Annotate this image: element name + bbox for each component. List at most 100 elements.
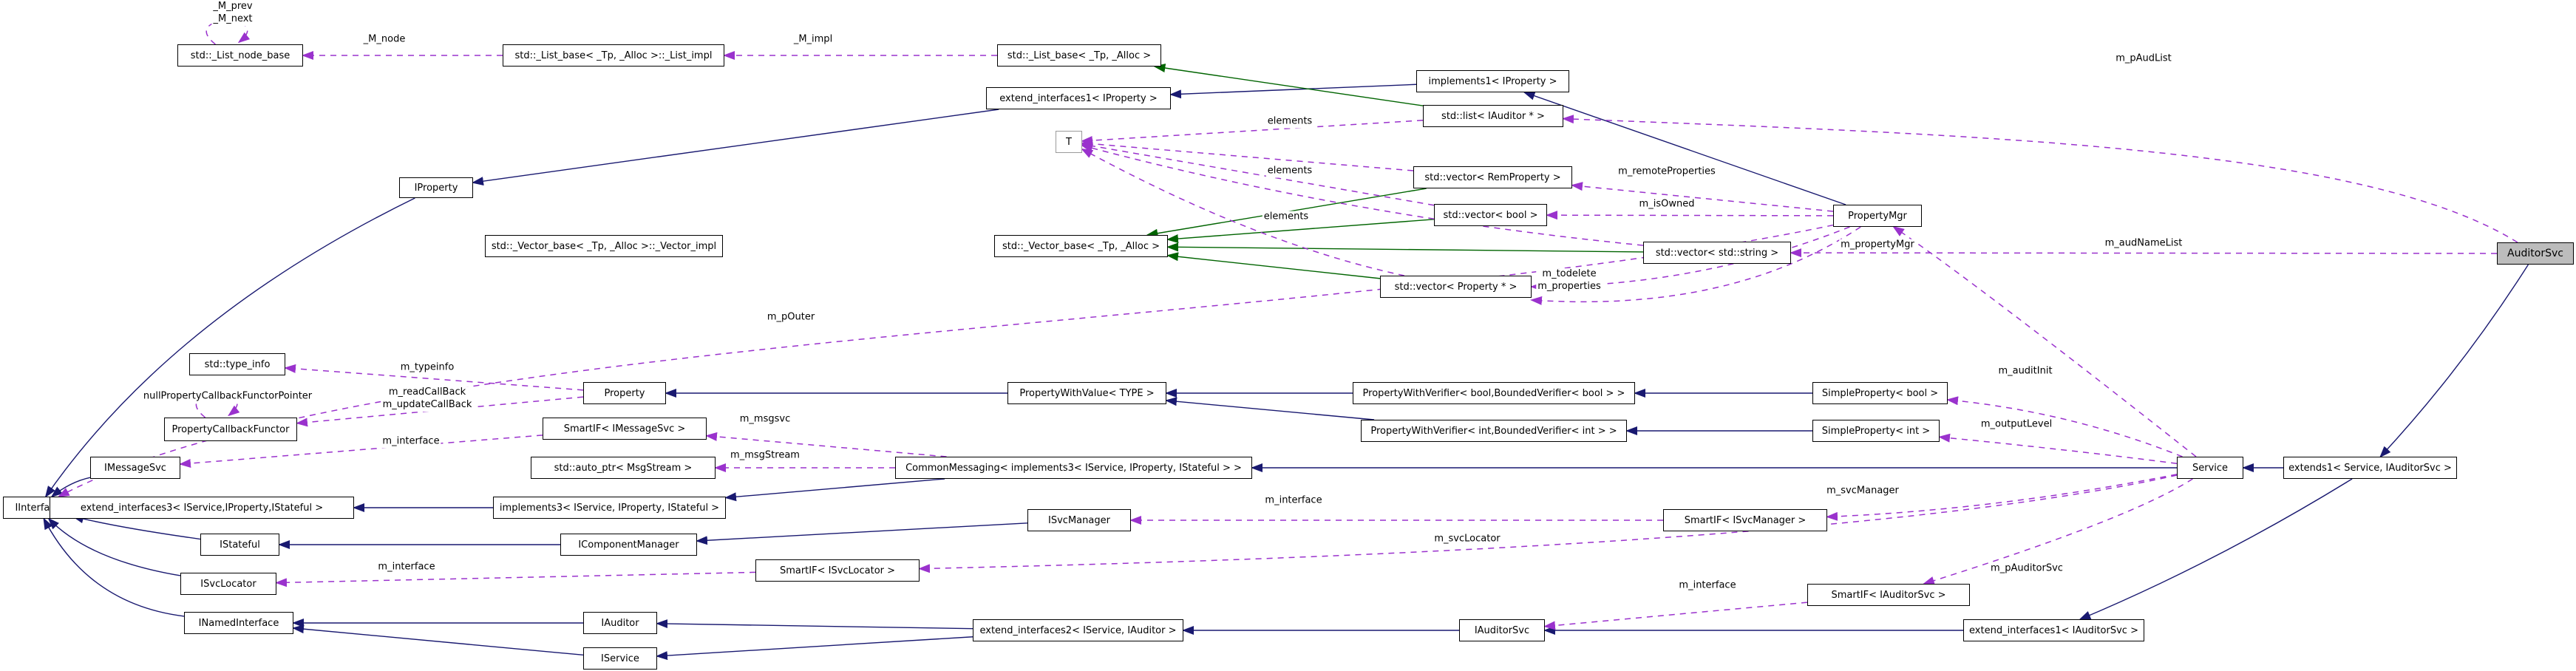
edge-vec_propptr-T bbox=[1081, 148, 1404, 276]
class-node-simple_int[interactable]: SimpleProperty< int > bbox=[1812, 420, 1940, 442]
edge-iproperty-iinterface bbox=[44, 197, 415, 498]
class-node-list_node_base[interactable]: std::_List_node_base bbox=[177, 44, 303, 67]
self-edge-list_node_base bbox=[205, 20, 251, 45]
class-node-vec_base[interactable]: std::_Vector_base< _Tp, _Alloc > bbox=[994, 235, 1168, 257]
edge-vec_string-T bbox=[1081, 143, 1644, 246]
class-node-property[interactable]: Property bbox=[583, 382, 666, 404]
class-node-list_impl[interactable]: std::_List_base< _Tp, _Alloc >::_List_im… bbox=[503, 44, 724, 67]
edge-auditorsvc-extends1 bbox=[2379, 264, 2529, 458]
edge-common_messaging-implements3 bbox=[724, 478, 945, 502]
class-node-isvcmanager[interactable]: ISvcManager bbox=[1027, 509, 1131, 531]
edge-vec_string-vec_base bbox=[1166, 242, 1644, 253]
edge-label-smartif_imessagesvc-imessagesvc: m_interface bbox=[381, 435, 441, 449]
self-edge-callback_functor bbox=[195, 393, 240, 418]
class-node-implements1[interactable]: implements1< IProperty > bbox=[1416, 70, 1569, 92]
edge-label-propertymgr-vec_remprop: m_remoteProperties bbox=[1617, 166, 1717, 179]
class-node-iproperty[interactable]: IProperty bbox=[399, 177, 473, 198]
edge-smartif_iauditorsvc-iauditorsvc bbox=[1543, 602, 1808, 630]
class-node-icomponentmanager[interactable]: IComponentManager bbox=[560, 534, 697, 556]
edge-propertymgr-implements1 bbox=[1523, 91, 1846, 205]
class-node-common_messaging[interactable]: CommonMessaging< implements3< IService, … bbox=[895, 457, 1252, 479]
edge-label-common_messaging-autoptr_msgstream: m_msgStream bbox=[729, 449, 801, 463]
edge-inamedinterface-iinterface bbox=[43, 517, 185, 617]
class-node-inamedinterface[interactable]: INamedInterface bbox=[184, 612, 293, 634]
edge-vec_remprop-T bbox=[1081, 139, 1414, 171]
class-node-pwv_bool[interactable]: PropertyWithVerifier< bool,BoundedVerifi… bbox=[1353, 382, 1635, 404]
class-node-extend_interfaces2[interactable]: extend_interfaces2< IService, IAuditor > bbox=[973, 619, 1183, 641]
class-node-prop_with_value[interactable]: PropertyWithValue< TYPE > bbox=[1007, 382, 1166, 404]
class-node-smartif_isvclocator[interactable]: SmartIF< ISvcLocator > bbox=[755, 559, 920, 582]
edge-vec_bool-vec_base bbox=[1166, 219, 1435, 244]
class-node-vec_remprop[interactable]: std::vector< RemProperty > bbox=[1413, 166, 1572, 188]
self-edge-label-callback_functor: nullPropertyCallbackFunctorPointer bbox=[141, 390, 314, 403]
edge-auditorsvc-list_iauditor bbox=[1562, 115, 2518, 243]
edge-property-type_info bbox=[284, 364, 584, 391]
class-node-service[interactable]: Service bbox=[2177, 457, 2243, 479]
class-node-autoptr_msgstream[interactable]: std::auto_ptr< MsgStream > bbox=[531, 457, 716, 479]
edge-label-common_messaging-smartif_imessagesvc: m_msgsvc bbox=[738, 413, 792, 426]
class-node-smartif_isvcmanager[interactable]: SmartIF< ISvcManager > bbox=[1663, 509, 1827, 531]
class-node-simple_bool[interactable]: SimpleProperty< bool > bbox=[1812, 382, 1948, 404]
class-node-vec_bool[interactable]: std::vector< bool > bbox=[1434, 204, 1547, 226]
class-node-T[interactable]: T bbox=[1056, 131, 1082, 153]
class-node-vec_propptr[interactable]: std::vector< Property * > bbox=[1380, 276, 1532, 298]
edge-propertymgr-iinterface bbox=[57, 224, 1834, 497]
edge-extend_interfaces2-iauditor bbox=[656, 619, 973, 630]
edge-label-service-simple_int: m_outputLevel bbox=[1979, 418, 2054, 432]
edge-label-propertymgr-iinterface: m_pOuter bbox=[765, 311, 817, 324]
class-node-iauditorsvc[interactable]: IAuditorSvc bbox=[1459, 619, 1545, 641]
edge-label-propertymgr-vec_bool: m_isOwned bbox=[1637, 198, 1696, 211]
class-node-extend_interfaces3[interactable]: extend_interfaces3< IService,IProperty,I… bbox=[50, 497, 354, 519]
class-node-propertymgr[interactable]: PropertyMgr bbox=[1833, 205, 1922, 227]
self-edge-label-list_node_base: _M_prev _M_next bbox=[211, 1, 254, 26]
edge-implements1-extend_interfaces1_iproperty bbox=[1169, 84, 1417, 99]
edge-label-service-simple_bool: m_auditInit bbox=[1996, 365, 2054, 378]
edge-imessagesvc-iinterface bbox=[50, 477, 91, 498]
edge-common_messaging-smartif_imessagesvc bbox=[705, 432, 947, 457]
edge-isvcmanager-icomponentmanager bbox=[696, 522, 1028, 545]
class-node-isvclocator[interactable]: ISvcLocator bbox=[180, 573, 276, 595]
class-node-smartif_imessagesvc[interactable]: SmartIF< IMessageSvc > bbox=[543, 418, 707, 440]
edge-isvclocator-iinterface bbox=[47, 517, 181, 576]
edge-propertymgr-vec_propptr bbox=[1530, 226, 1861, 305]
edge-label-smartif_iauditorsvc-iauditorsvc: m_interface bbox=[1677, 579, 1738, 593]
edge-label-vec_bool-T: elements bbox=[1262, 211, 1311, 224]
class-node-callback_functor[interactable]: PropertyCallbackFunctor bbox=[164, 418, 297, 441]
class-node-type_info[interactable]: std::type_info bbox=[189, 353, 285, 375]
class-node-vec_base_impl[interactable]: std::_Vector_base< _Tp, _Alloc >::_Vecto… bbox=[485, 235, 723, 257]
class-node-vec_string[interactable]: std::vector< std::string > bbox=[1643, 242, 1791, 264]
edge-label-propertymgr-vec_propptr: m_todelete m_properties bbox=[1536, 268, 1603, 293]
edge-service-smartif_isvcmanager bbox=[1826, 474, 2178, 521]
edge-iservice-inamedinterface bbox=[292, 624, 584, 656]
edge-propertymgr-vec_remprop bbox=[1571, 182, 1834, 212]
class-node-iservice[interactable]: IService bbox=[583, 647, 657, 670]
edge-service-smartif_iauditorsvc bbox=[1922, 478, 2193, 585]
class-node-iauditor[interactable]: IAuditor bbox=[583, 612, 657, 634]
class-node-extends1[interactable]: extends1< Service, IAuditorSvc > bbox=[2283, 457, 2457, 479]
class-node-list_base[interactable]: std::_List_base< _Tp, _Alloc > bbox=[997, 44, 1161, 67]
edge-label-service-smartif_isvcmanager: m_svcManager bbox=[1825, 485, 1900, 498]
class-node-extend_interfaces1_iauditorsvc[interactable]: extend_interfaces1< IAuditorSvc > bbox=[1963, 619, 2144, 641]
edge-istateful-iinterface bbox=[72, 514, 201, 540]
edge-label-property-callback_functor: m_readCallBack m_updateCallBack bbox=[381, 386, 474, 412]
class-node-istateful[interactable]: IStateful bbox=[200, 534, 279, 556]
class-node-list_iauditor[interactable]: std::list< IAuditor * > bbox=[1423, 105, 1563, 127]
class-node-smartif_iauditorsvc[interactable]: SmartIF< IAuditorSvc > bbox=[1807, 584, 1970, 606]
edge-smartif_imessagesvc-imessagesvc bbox=[179, 435, 543, 468]
edge-label-service-smartif_isvclocator: m_svcLocator bbox=[1433, 533, 1502, 546]
edge-extends1-extend_interfaces1_iauditorsvc bbox=[2079, 478, 2353, 620]
edge-label-property-type_info: m_typeinfo bbox=[398, 361, 456, 375]
edge-pwv_int-prop_with_value bbox=[1165, 397, 1375, 420]
class-node-imessagesvc[interactable]: IMessageSvc bbox=[90, 457, 180, 479]
class-node-auditorsvc[interactable]: AuditorSvc bbox=[2497, 242, 2574, 265]
edge-label-vec_remprop-T: elements bbox=[1265, 165, 1314, 178]
class-node-implements3[interactable]: implements3< IService, IProperty, IState… bbox=[493, 497, 726, 519]
edge-label-service-smartif_iauditorsvc: m_pAuditorSvc bbox=[1989, 562, 2064, 576]
edge-service-simple_int bbox=[1938, 433, 2178, 464]
edge-smartif_isvclocator-isvclocator bbox=[275, 571, 756, 587]
edge-label-auditorsvc-vec_string: m_audNameList bbox=[2103, 237, 2184, 251]
edge-label-list_impl-list_node_base: _M_node bbox=[361, 33, 407, 47]
class-node-pwv_int[interactable]: PropertyWithVerifier< int,BoundedVerifie… bbox=[1361, 420, 1627, 442]
class-node-extend_interfaces1_iproperty[interactable]: extend_interfaces1< IProperty > bbox=[986, 87, 1171, 109]
